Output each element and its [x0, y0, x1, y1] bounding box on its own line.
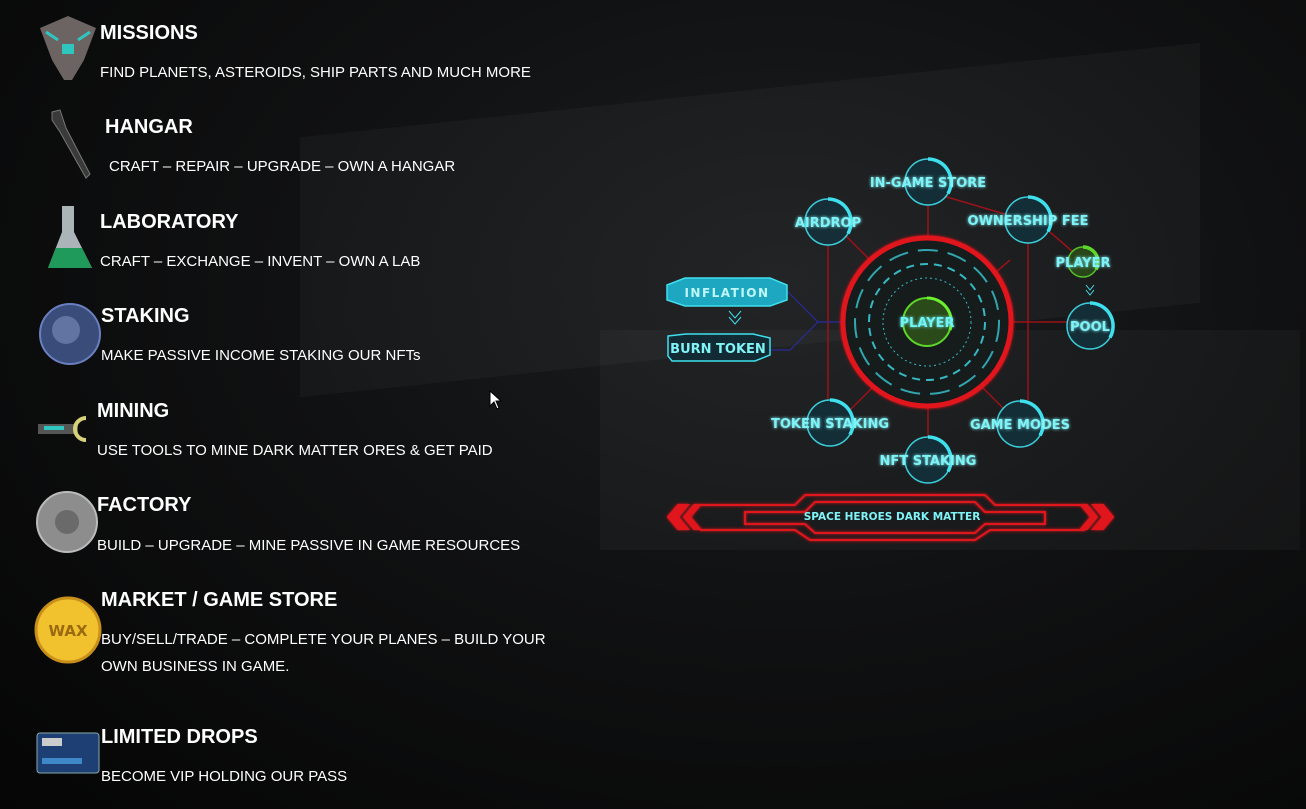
feature-desc: CRAFT – EXCHANGE – INVENT – OWN A LAB	[100, 253, 421, 270]
node-progress-arc	[927, 435, 953, 473]
feature-title: FACTORY	[97, 494, 192, 516]
node-label: OWNERSHIP FEE	[968, 214, 1089, 229]
feature-desc: MAKE PASSIVE INCOME STAKING OUR NFTs	[101, 347, 421, 364]
node-pool: POOL	[1066, 301, 1115, 350]
node-progress-arc	[927, 157, 953, 195]
feature-title: LABORATORY	[100, 211, 239, 233]
node-progress-arc	[1082, 245, 1100, 271]
feature-title: HANGAR	[105, 116, 193, 138]
vip-pass-card-icon	[36, 732, 100, 774]
inflation-connectors	[770, 290, 845, 351]
node-label: GAME MODES	[970, 418, 1070, 433]
mouse-cursor-icon	[489, 390, 503, 410]
center-player-label: PLAYER	[900, 316, 955, 331]
feature-desc: USE TOOLS TO MINE DARK MATTER ORES & GET…	[97, 442, 493, 459]
arrow-down-icon	[728, 310, 742, 325]
node-label: TOKEN STAKING	[771, 417, 889, 432]
feature-desc: BECOME VIP HOLDING OUR PASS	[101, 768, 348, 785]
node-progress-arc	[1019, 399, 1045, 437]
node-in-game-store: IN-GAME STORE	[870, 157, 986, 206]
wrench-icon	[51, 109, 91, 179]
feature-desc: FIND PLANETS, ASTEROIDS, SHIP PARTS AND …	[100, 64, 531, 81]
node-nft-staking: NFT STAKING	[880, 435, 977, 484]
node-progress-arc	[829, 398, 855, 436]
node-ownership-fee: OWNERSHIP FEE	[968, 195, 1089, 244]
node-airdrop: AIRDROP	[795, 197, 861, 246]
node-token-staking: TOKEN STAKING	[771, 398, 889, 447]
node-label: NFT STAKING	[880, 454, 977, 469]
node-player: PLAYER	[1056, 245, 1111, 278]
mining-tool-icon	[38, 416, 87, 442]
feature-title: LIMITED DROPS	[101, 726, 258, 748]
feature-title: MINING	[97, 400, 170, 422]
arrow-down-icon	[1085, 284, 1095, 296]
burn-token-label: BURN TOKEN	[670, 342, 766, 357]
title-banner	[666, 494, 1115, 541]
feature-desc: BUILD – UPGRADE – MINE PASSIVE IN GAME R…	[97, 537, 521, 554]
inflation-box: INFLATION	[666, 277, 788, 307]
node-progress-arc	[1089, 301, 1115, 339]
feature-title: STAKING	[101, 305, 190, 327]
node-progress-arc	[1027, 195, 1053, 233]
feature-title: MARKET / GAME STORE	[101, 589, 338, 611]
node-label: PLAYER	[1056, 256, 1111, 271]
factory-disc-icon	[36, 491, 98, 553]
spaceship-icon	[40, 16, 96, 80]
feature-title: MISSIONS	[100, 22, 198, 44]
center-hub: PLAYER	[840, 235, 1014, 409]
wax-coin-icon: WAX	[34, 596, 102, 664]
node-label: IN-GAME STORE	[870, 176, 986, 191]
orb-icon	[39, 303, 101, 365]
burn-token-box: BURN TOKEN	[667, 333, 771, 362]
banner-label: SPACE HEROES DARK MATTER	[804, 511, 981, 523]
feature-desc: OWN BUSINESS IN GAME.	[101, 658, 290, 675]
feature-desc: CRAFT – REPAIR – UPGRADE – OWN A HANGAR	[109, 158, 456, 175]
node-label: POOL	[1070, 320, 1110, 335]
node-game-modes: GAME MODES	[970, 399, 1070, 448]
node-label: AIRDROP	[795, 216, 861, 231]
inflation-label: INFLATION	[684, 286, 769, 300]
node-progress-arc	[827, 197, 853, 235]
svg-text:WAX: WAX	[48, 622, 87, 640]
flask-icon	[48, 206, 92, 268]
feature-desc: BUY/SELL/TRADE – COMPLETE YOUR PLANES – …	[101, 631, 546, 648]
